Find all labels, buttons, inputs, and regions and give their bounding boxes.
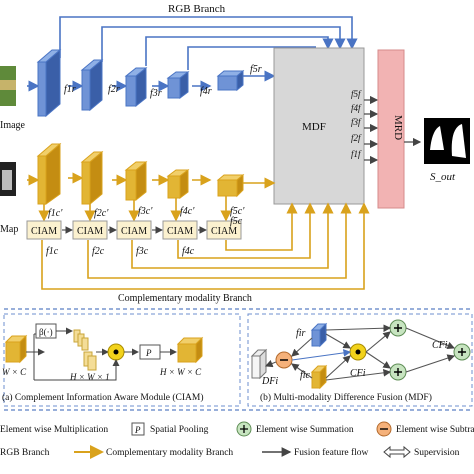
mdf-panel	[247, 313, 473, 407]
ciam-panel	[3, 313, 241, 407]
svg-text:CIAM: CIAM	[31, 226, 57, 237]
ciam-output-label: f1c	[46, 246, 59, 257]
mdf-label: MDF	[302, 121, 326, 133]
rgb-feature-label: f1r	[64, 84, 76, 95]
output-label: S_out	[430, 171, 456, 183]
rgb-cube-5	[216, 69, 245, 92]
out-dim-label: H × W × C	[159, 367, 202, 377]
svg-text:CIAM: CIAM	[211, 226, 237, 237]
legend-pool: Spatial Pooling	[150, 425, 209, 435]
rgb-branch-arrows	[27, 16, 358, 92]
ciam-output-label: f4c	[182, 246, 195, 257]
depth-cube-4	[166, 169, 190, 199]
fused-feature-label: f1f	[351, 149, 362, 159]
pool-symbol: P	[145, 348, 152, 358]
mrd-block	[377, 49, 405, 209]
mdf-fr-label: fir	[296, 328, 306, 339]
rgb-feature-label: f5r	[250, 64, 262, 75]
rgb-feature-label: f2r	[108, 84, 120, 95]
depth-cube-5	[216, 173, 245, 198]
rgb-cube-1	[36, 48, 62, 118]
mrd-label: MRD	[392, 115, 404, 140]
svg-text:CIAM: CIAM	[121, 226, 147, 237]
complementary-branch-title: Complementary modality Branch	[118, 293, 252, 304]
depth-feature-label: f4c'	[180, 206, 195, 217]
mdf-cf-out-label: CFi	[432, 340, 448, 351]
depth-cube-2	[80, 150, 104, 206]
legend-rgb: RGB Branch	[0, 448, 50, 458]
depth-feature-label: f2c'	[94, 208, 109, 219]
legend-sum-icon	[236, 421, 252, 437]
depth-feature-blocks	[36, 142, 245, 206]
depth-branch-arrows	[27, 172, 370, 290]
fused-arrows	[364, 95, 379, 165]
svg-text:CIAM: CIAM	[167, 226, 193, 237]
rgb-feature-label: f4r	[200, 86, 212, 97]
mdf-cf-label: CFi	[350, 368, 366, 379]
legend-sup: Supervision	[414, 448, 460, 458]
ciam-output-label: f5c	[230, 216, 243, 227]
depth-feature-label: f5c'	[230, 206, 245, 217]
depth-feature-label: f1c'	[48, 208, 63, 219]
depth-cube-1	[36, 142, 62, 205]
legend-sub: Element wise Subtra	[396, 425, 474, 435]
legend-flow: Fusion feature flow	[294, 447, 369, 458]
depth-input-label: Map	[0, 224, 18, 235]
legend: Element wise Multiplication P Spatial Po…	[0, 421, 474, 459]
legend-pool-box	[131, 422, 145, 436]
rgb-branch-title: RGB Branch	[168, 3, 226, 15]
mdf-block	[273, 47, 365, 205]
ciam-box: CIAM	[26, 220, 62, 240]
ciam-panel-diagram	[4, 323, 204, 381]
fused-feature-labels: f5f f4f f3f f2f f1f	[351, 89, 362, 159]
legend-pool-symbol: P	[134, 425, 141, 435]
rgb-feature-blocks	[36, 48, 245, 118]
legend-sub-icon	[376, 421, 392, 437]
rgb-cube-4	[166, 71, 190, 99]
rgb-feature-labels: f1r f2r f3r f4r f5r	[64, 64, 262, 99]
rgb-input-label: Image	[0, 120, 26, 131]
depth-feature-label: f3c'	[138, 206, 153, 217]
depth-feature-labels: f1c' f2c' f3c' f4c' f5c'	[48, 206, 245, 219]
ciam-box: CIAM	[72, 220, 108, 240]
ciam-output-label: f3c	[136, 246, 149, 257]
ciam-caption: (a) Complement Information Aware Module …	[2, 392, 203, 403]
mdf-caption: (b) Multi-modality Difference Fusion (MD…	[260, 392, 432, 403]
mdf-df-label: DFi	[261, 376, 278, 387]
fused-feature-label: f4f	[351, 103, 362, 113]
ciam-box: CIAM	[116, 220, 152, 240]
rgb-feature-label: f3r	[150, 88, 162, 99]
ciam-box: CIAM	[162, 220, 198, 240]
legend-mult: Element wise Multiplication	[0, 425, 108, 435]
ciam-output-labels: f1c f2c f3c f4c f5c	[46, 216, 243, 257]
depth-cube-3	[124, 160, 148, 202]
svg-text:CIAM: CIAM	[77, 226, 103, 237]
ciam-boxes: CIAM CIAM CIAM CIAM CIAM	[26, 220, 242, 240]
ciam-output-label: f2c	[92, 246, 105, 257]
legend-supervision-icon	[383, 445, 411, 459]
rgb-cube-2	[80, 58, 104, 112]
fused-feature-label: f2f	[351, 133, 362, 143]
beta-function: β(·)	[39, 327, 53, 337]
input-dim-label: W × C	[2, 367, 27, 377]
ciam-box: CIAM	[206, 220, 242, 240]
legend-comp: Complementary modality Branch	[106, 448, 233, 458]
rgb-cube-3	[124, 66, 148, 108]
fused-feature-label: f3f	[351, 117, 362, 127]
legend-sum: Element wise Summation	[256, 425, 354, 435]
mdf-fc-label: fic	[300, 370, 311, 381]
fused-feature-label: f5f	[351, 89, 362, 99]
mid-dim-label: H × W × 1	[69, 372, 110, 382]
mdf-panel-diagram	[250, 319, 471, 390]
rgb-input-image	[0, 66, 16, 106]
depth-input-image	[0, 162, 16, 196]
output-saliency-map	[424, 118, 470, 164]
